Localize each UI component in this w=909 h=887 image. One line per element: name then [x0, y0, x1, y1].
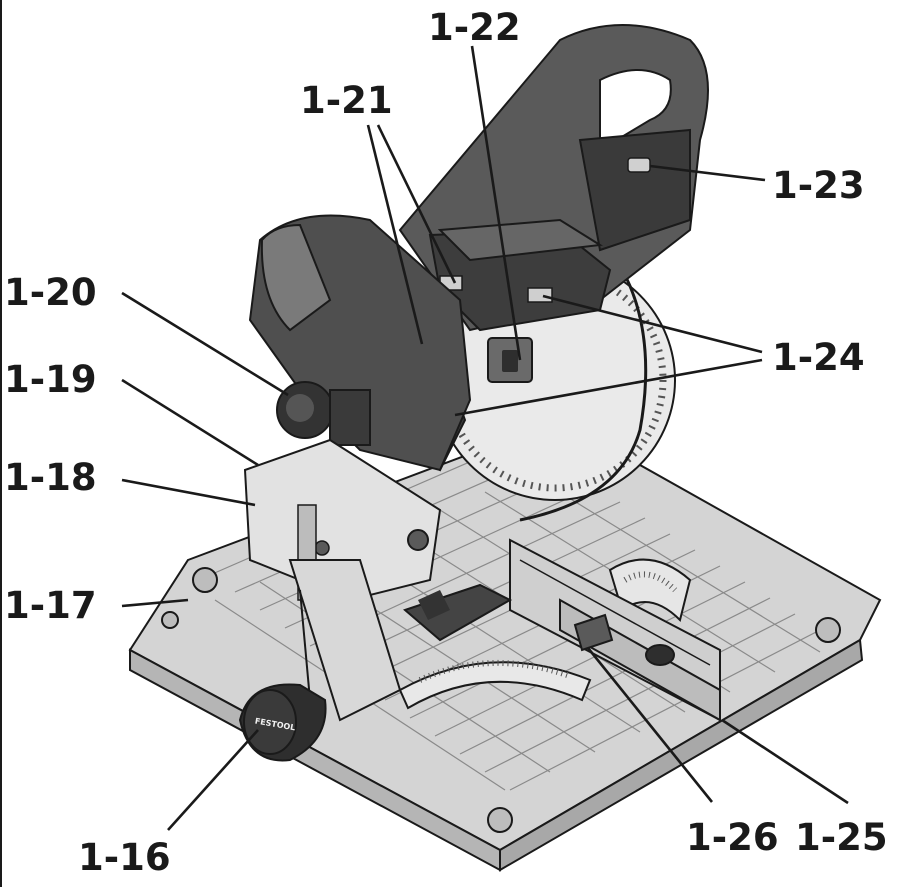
callout-1-26: 1-26 [686, 816, 779, 859]
front-locking-knob: FESTOOL [238, 683, 327, 762]
leader-1-23 [649, 164, 766, 182]
workpiece-clamp [403, 583, 513, 642]
callout-1-23: 1-23 [772, 164, 865, 207]
leader-1-21a [366, 124, 424, 345]
motor-housing [248, 214, 533, 472]
leader-1-24b [454, 358, 763, 417]
leader-1-25 [721, 718, 849, 805]
leader-1-17 [121, 598, 189, 608]
leader-1-18 [121, 478, 256, 507]
callout-1-25: 1-25 [795, 816, 888, 859]
pivot-knob [276, 381, 371, 446]
callout-1-21: 1-21 [300, 79, 393, 122]
leader-1-20 [121, 291, 289, 397]
callout-1-17: 1-17 [4, 584, 97, 627]
leader-lines [121, 45, 849, 831]
leader-1-24a [542, 294, 763, 354]
callout-labels: 1-16 1-17 1-18 1-19 1-20 1-21 1-22 1-23 … [4, 6, 888, 879]
fence [509, 538, 721, 722]
leader-1-19 [121, 378, 259, 467]
leader-1-26 [586, 647, 714, 803]
callout-1-22: 1-22 [428, 6, 521, 49]
leader-1-22 [470, 45, 522, 361]
callout-1-20: 1-20 [4, 271, 97, 314]
leader-1-21b [376, 124, 457, 284]
miter-saw-illustration: FESTOOL [128, 24, 882, 872]
miter-scale [398, 659, 592, 710]
front-column [288, 559, 402, 722]
callout-1-19: 1-19 [4, 358, 97, 401]
leader-1-16 [167, 729, 259, 831]
callout-1-18: 1-18 [4, 456, 97, 499]
callout-1-16: 1-16 [78, 836, 171, 879]
callout-1-24: 1-24 [772, 336, 865, 379]
